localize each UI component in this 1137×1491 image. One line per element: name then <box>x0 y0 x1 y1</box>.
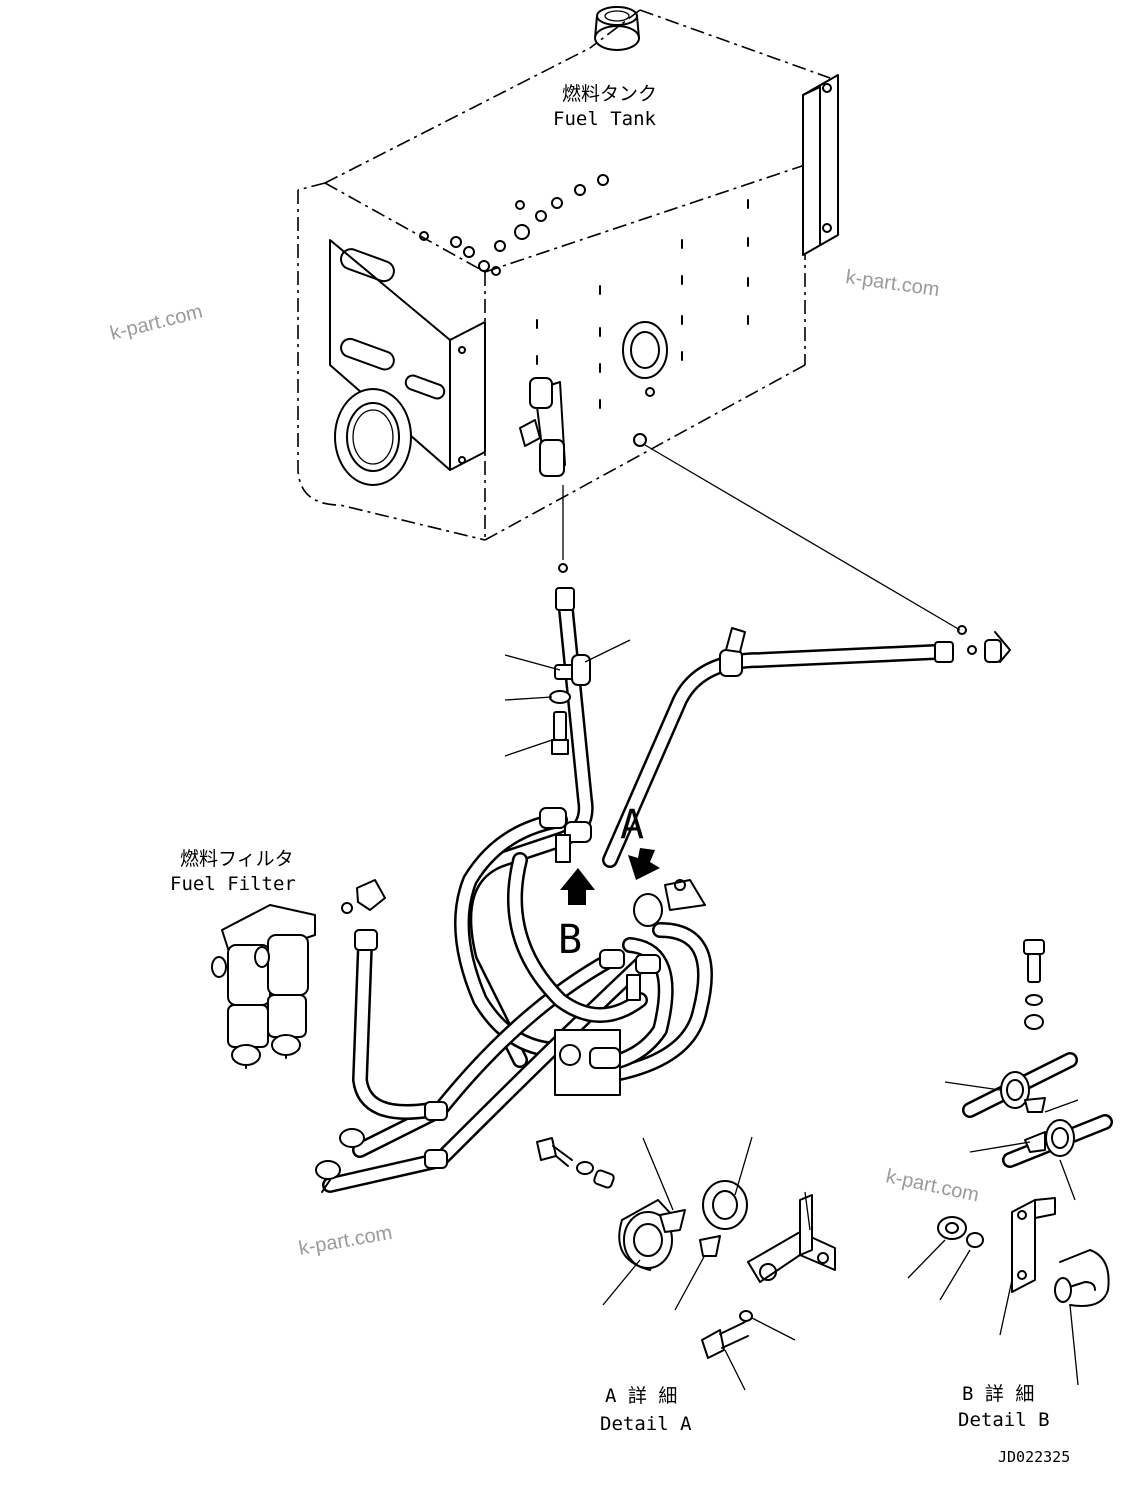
lower-bracket <box>554 834 641 1096</box>
detail-b-label-en: Detail B <box>958 1409 1050 1431</box>
tank-filler-neck <box>594 6 640 51</box>
tank-side-panel <box>329 239 486 471</box>
fuel-filter <box>211 879 386 1069</box>
detail-a-label-jp: A 詳 細 <box>605 1385 677 1407</box>
tank-level-gauge-port <box>622 321 668 447</box>
watermark: k-part.com <box>884 1165 981 1206</box>
fuel-filter-label-jp: 燃料フィルタ <box>180 848 294 870</box>
detail-a-label-en: Detail A <box>600 1413 692 1435</box>
tank-inspection-port <box>334 388 412 486</box>
tank-drain-valve <box>519 377 568 573</box>
tank-top-fittings <box>419 174 609 276</box>
fuel-tank-label-en: Fuel Tank <box>553 108 657 130</box>
tank-outline <box>297 9 831 541</box>
tank-face-marks <box>536 199 749 409</box>
fuel-hoses <box>322 592 943 1193</box>
hose-fittings <box>315 587 954 1193</box>
tank-mounting-bracket <box>802 74 839 256</box>
watermark: k-part.com <box>108 301 205 345</box>
fuel-filter-label-en: Fuel Filter <box>170 873 296 895</box>
hose-clamp-arrow-a <box>633 879 706 927</box>
arrow-b-marker <box>560 868 595 905</box>
detail-a-view <box>536 1136 836 1391</box>
watermark: k-part.com <box>844 266 941 301</box>
arrow-b-label: B <box>558 917 582 963</box>
fuel-tank-label-jp: 燃料タンク <box>562 83 657 105</box>
return-elbow-fitting <box>957 625 1011 663</box>
detail-b-label-jp: B 詳 細 <box>962 1383 1034 1405</box>
tank-return-leader <box>644 444 961 631</box>
detail-b-view <box>907 939 1113 1386</box>
arrow-a-label: A <box>620 802 644 848</box>
hose-clamp-top <box>504 639 631 757</box>
drawing-number: JD022325 <box>998 1448 1070 1466</box>
arrow-a-marker <box>628 848 660 880</box>
fuel-tank <box>297 6 961 631</box>
watermark: k-part.com <box>297 1222 394 1260</box>
